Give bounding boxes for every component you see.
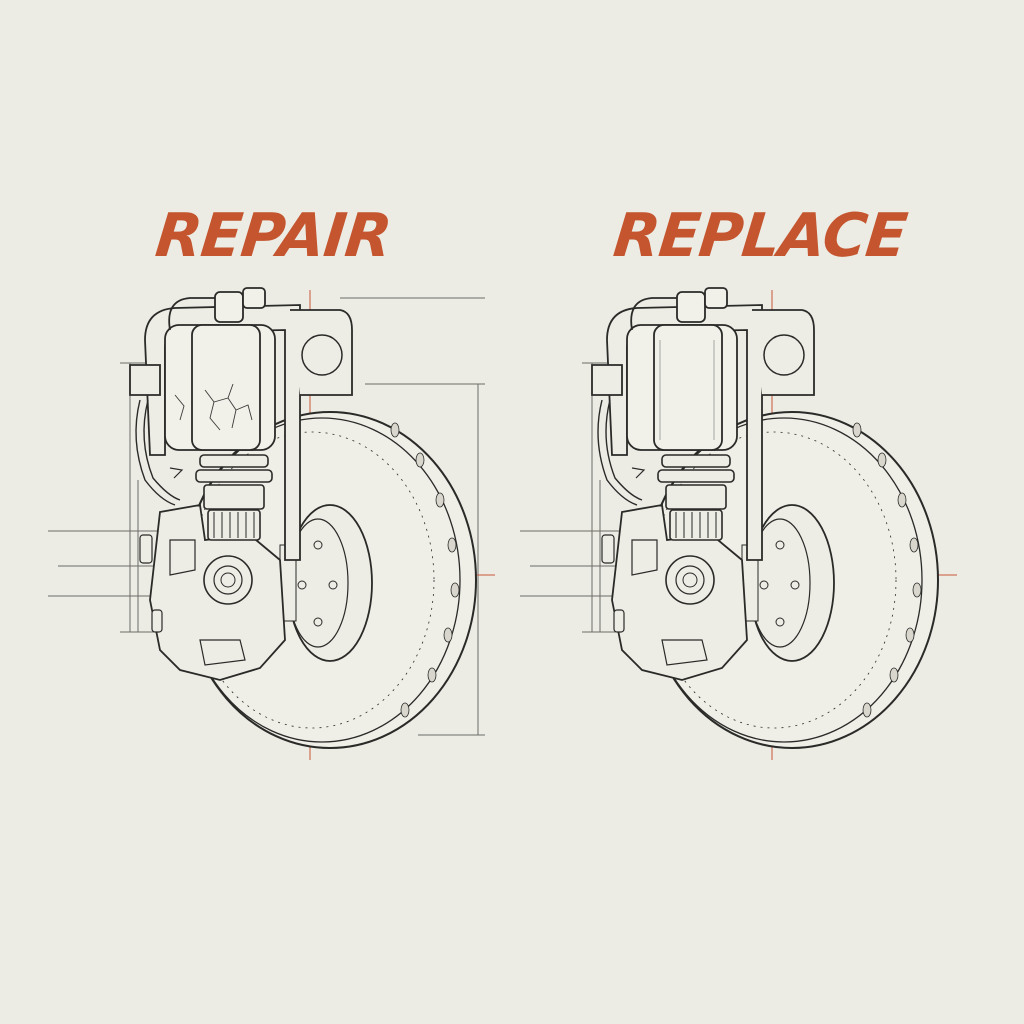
brake-booster-stack [657,454,735,541]
rotor-vent-holes [852,422,922,718]
mounting-bracket [129,304,353,561]
replace-brake-assembly-illustration [520,287,957,760]
dimension-lines [48,297,485,736]
reservoir-crack-lines [174,383,253,431]
rotor-vent-holes [390,422,460,718]
mounting-bracket [591,304,815,561]
brake-line-arrow [169,467,184,479]
caliper-body [601,503,748,681]
master-cylinder-reservoir [626,287,738,451]
brake-line-arrow [631,467,646,479]
caliper-body [139,503,286,681]
wheel-hub [279,504,373,662]
dimension-lines [520,362,622,633]
master-cylinder-reservoir [164,287,276,451]
repair-brake-assembly-illustration [48,287,495,760]
brake-booster-stack [195,454,273,541]
